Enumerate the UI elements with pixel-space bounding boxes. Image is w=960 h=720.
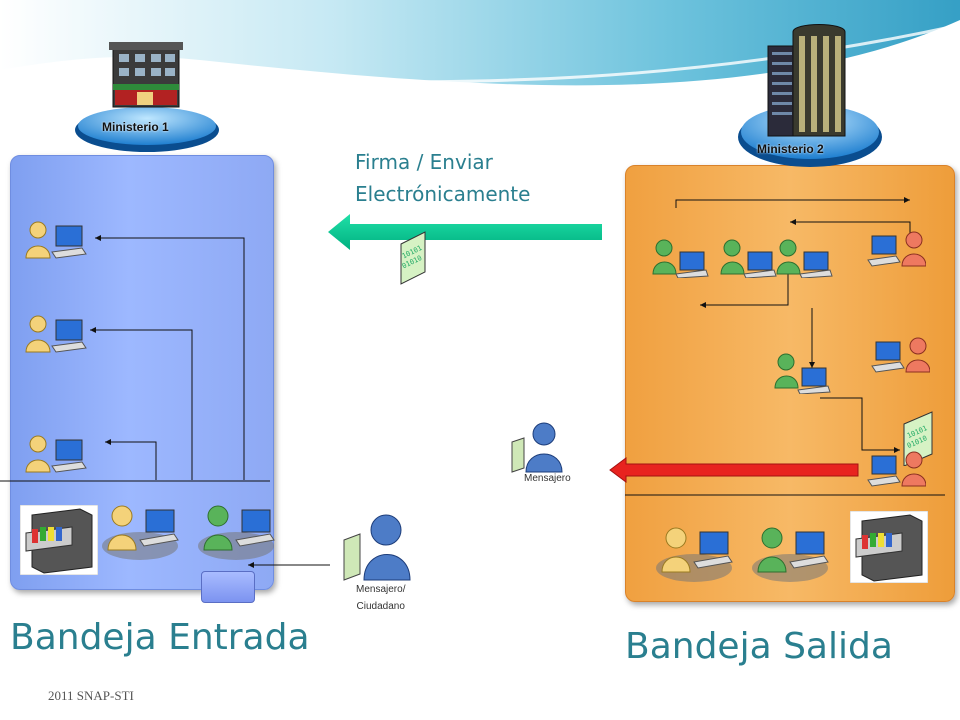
- ministry-1-label: Ministerio 1: [102, 120, 169, 134]
- office-tower-icon: [767, 24, 846, 137]
- inbox-tray[interactable]: [201, 571, 255, 603]
- user-computer-icon-green: [198, 505, 275, 560]
- ministry-1-badge: [75, 107, 219, 152]
- ministry-2-label: Ministerio 2: [757, 142, 824, 156]
- computer-user-icon-red: [867, 451, 926, 487]
- user-computer-icon: [25, 221, 87, 259]
- caption-line-2: Electrónicamente: [355, 182, 531, 206]
- user-computer-icon: [25, 435, 87, 473]
- sign-send-caption: Firma / Enviar Electrónicamente: [355, 146, 530, 210]
- user-computer-icon-green: [752, 527, 829, 582]
- messenger-citizen-label: Mensajero/ Ciudadano: [356, 584, 405, 612]
- send-arrow: [328, 214, 602, 250]
- computer-user-icon-red: [871, 337, 930, 373]
- outbox-title: Bandeja Salida: [625, 626, 893, 667]
- messenger-icon: [511, 422, 563, 473]
- user-computer-icon: [656, 527, 733, 582]
- computer-user-icon-red: [867, 231, 926, 267]
- document-binary-icon: 10101 01010: [400, 231, 426, 285]
- messenger-label: Mensajero: [524, 473, 571, 484]
- messenger-citizen-line-2: Ciudadano: [356, 601, 405, 612]
- file-cabinet-icon: [20, 505, 98, 575]
- red-arrow: [609, 457, 859, 483]
- user-computer-icon-green: [776, 239, 833, 278]
- separator-lines: [0, 480, 945, 496]
- user-computer-icon-green: [652, 239, 709, 278]
- user-computer-icon-green: [720, 239, 777, 278]
- file-cabinet-icon: [850, 511, 928, 583]
- user-computer-icon: [25, 315, 87, 353]
- messenger-citizen-icon: [343, 514, 411, 581]
- user-computer-icon: [102, 505, 179, 560]
- caption-line-1: Firma / Enviar: [355, 150, 493, 174]
- footer-text: 2011 SNAP-STI: [48, 688, 134, 703]
- building-icon: [109, 42, 183, 108]
- inbox-title: Bandeja Entrada: [10, 617, 310, 658]
- user-computer-icon-green: [774, 353, 831, 394]
- messenger-citizen-line-1: Mensajero/: [356, 584, 406, 595]
